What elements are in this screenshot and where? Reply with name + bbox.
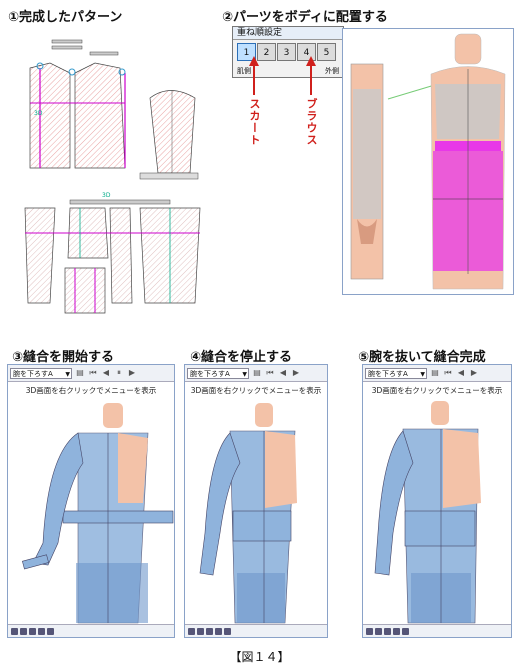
layer-order-cells: 1 2 3 4 5 xyxy=(237,43,337,61)
sim-3d-start[interactable] xyxy=(8,393,174,625)
placement-3d-view[interactable] xyxy=(342,28,514,295)
layer-cell-1[interactable]: 1 xyxy=(237,43,256,61)
sim-3d-complete[interactable] xyxy=(363,393,511,625)
pattern-3d-label-1: 3D xyxy=(34,110,43,117)
sim-panel-start: 腕を下ろすA▼ ▤ ⏮ ◀ ⏸ ▶ 3D画面を右クリックでメニューを表示 xyxy=(7,364,175,638)
play-icon[interactable]: ▶ xyxy=(470,368,478,377)
step4-title: ④縫合を停止する xyxy=(190,350,293,365)
sim-statusbar xyxy=(363,624,511,637)
folder-icon[interactable]: ▤ xyxy=(76,368,84,377)
sim-panel-complete: 腕を下ろすA▼ ▤ ⏮ ◀ ▶ 3D画面を右クリックでメニューを表示 xyxy=(362,364,512,638)
pattern-3d-label-2: 3D xyxy=(102,192,111,199)
blouse-annotation: ブラウス xyxy=(305,98,318,146)
sim-statusbar xyxy=(8,624,174,637)
step5-title: ⑤腕を抜いて縫合完成 xyxy=(358,350,486,365)
play-icon[interactable]: ▶ xyxy=(128,368,136,377)
pose-dropdown[interactable]: 腕を下ろすA▼ xyxy=(365,367,427,379)
layer-cell-3[interactable]: 3 xyxy=(277,43,296,61)
step-back-icon[interactable]: ◀ xyxy=(102,368,110,377)
chevron-down-icon: ▼ xyxy=(65,370,70,378)
step1-title: ①完成したパターン xyxy=(8,10,123,25)
rewind-icon[interactable]: ⏮ xyxy=(266,368,274,377)
sim-toolbar: 腕を下ろすA▼ ▤ ⏮ ◀ ⏸ ▶ xyxy=(8,365,174,382)
placement-3d-drawing xyxy=(350,33,506,290)
layer-skin-side-label: 肌側 xyxy=(237,67,251,75)
layer-outer-side-label: 外側 xyxy=(325,67,339,75)
figure-caption: 【図１４】 xyxy=(229,650,290,664)
pose-dropdown[interactable]: 腕を下ろすA▼ xyxy=(10,367,72,379)
skirt-annotation: スカート xyxy=(248,98,261,146)
layer-order-widget: 重ね順設定 1 2 3 4 5 肌側 外側 xyxy=(232,26,344,78)
rewind-icon[interactable]: ⏮ xyxy=(444,368,452,377)
step-back-icon[interactable]: ◀ xyxy=(279,368,287,377)
sim-toolbar: 腕を下ろすA▼ ▤ ⏮ ◀ ▶ xyxy=(185,365,327,382)
rewind-icon[interactable]: ⏮ xyxy=(89,368,97,377)
pattern-drawing xyxy=(24,39,201,314)
sim-hint-text: 3D画面を右クリックでメニューを表示 xyxy=(371,386,503,395)
sim-hint-text: 3D画面を右クリックでメニューを表示 xyxy=(190,386,322,395)
step2-title: ②パーツをボディに配置する xyxy=(222,10,388,25)
folder-icon[interactable]: ▤ xyxy=(253,368,261,377)
play-icon[interactable]: ▶ xyxy=(292,368,300,377)
chevron-down-icon: ▼ xyxy=(420,370,425,378)
pattern-pieces: 3D 3D xyxy=(10,28,220,318)
step-back-icon[interactable]: ◀ xyxy=(457,368,465,377)
pose-dropdown[interactable]: 腕を下ろすA▼ xyxy=(187,367,249,379)
sim-statusbar xyxy=(185,624,327,637)
layer-cell-4[interactable]: 4 xyxy=(297,43,316,61)
step3-title: ③縫合を開始する xyxy=(12,350,115,365)
sim-toolbar: 腕を下ろすA▼ ▤ ⏮ ◀ ▶ xyxy=(363,365,511,382)
layer-cell-2[interactable]: 2 xyxy=(257,43,276,61)
sim-hint-text: 3D画面を右クリックでメニューを表示 xyxy=(25,386,157,395)
folder-icon[interactable]: ▤ xyxy=(431,368,439,377)
chevron-down-icon: ▼ xyxy=(242,370,247,378)
sim-3d-stop[interactable] xyxy=(185,393,327,625)
layer-cell-5[interactable]: 5 xyxy=(317,43,336,61)
layer-order-title: 重ね順設定 xyxy=(233,27,343,40)
sim-panel-stop: 腕を下ろすA▼ ▤ ⏮ ◀ ▶ 3D画面を右クリックでメニューを表示 xyxy=(184,364,328,638)
pause-icon[interactable]: ⏸ xyxy=(117,368,121,377)
